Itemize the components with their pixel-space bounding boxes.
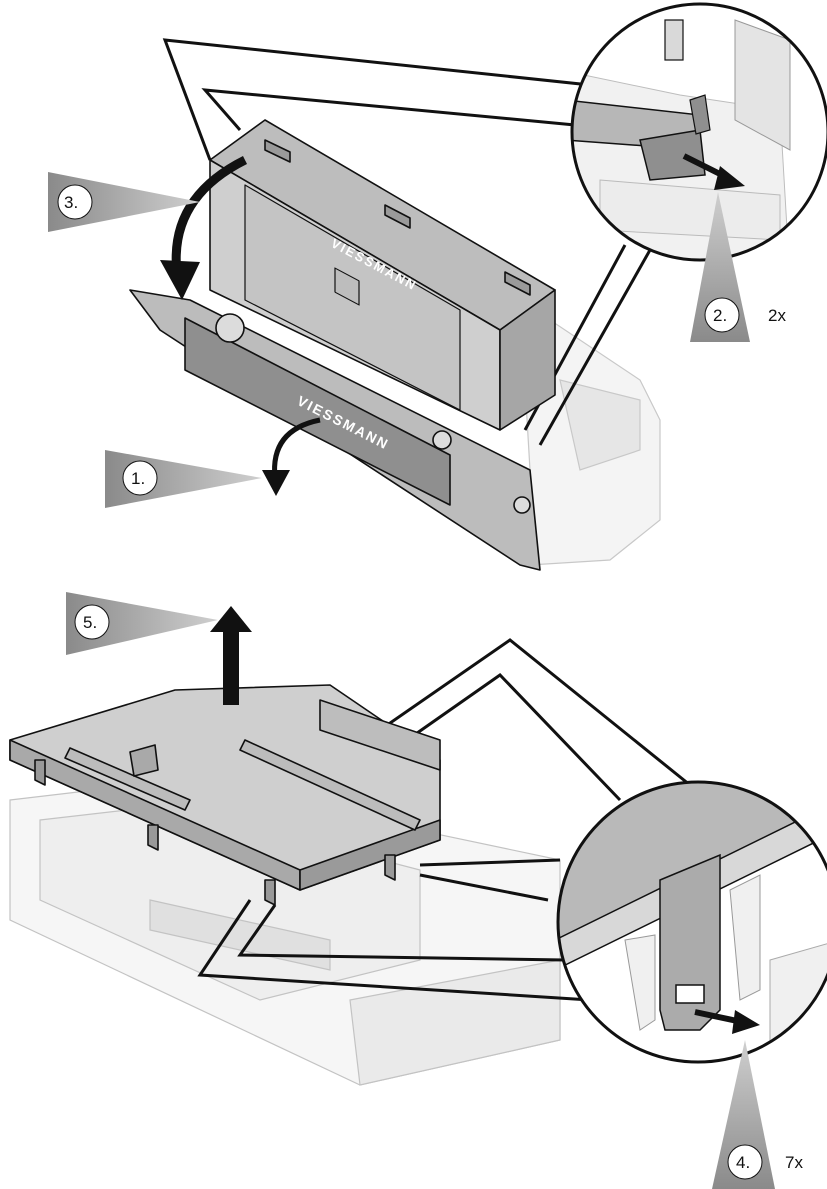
rotate-arrow-icon bbox=[160, 155, 248, 300]
control-unit bbox=[209, 119, 556, 431]
step-2-count: 2x bbox=[768, 306, 786, 325]
cover-lifted bbox=[9, 684, 441, 906]
step-2-indicator: 2. bbox=[690, 192, 750, 342]
callout-lines-top bbox=[162, 38, 652, 446]
svg-text:3.: 3. bbox=[64, 193, 78, 212]
step-1-indicator: 1. bbox=[105, 450, 262, 508]
callout-lines-bottom bbox=[197, 638, 691, 1002]
svg-text:1.: 1. bbox=[131, 469, 145, 488]
open-door-arrow-icon bbox=[262, 417, 321, 496]
front-door bbox=[129, 289, 541, 571]
step-4-count: 7x bbox=[785, 1153, 803, 1172]
svg-text:4.: 4. bbox=[736, 1153, 750, 1172]
svg-text:5.: 5. bbox=[83, 613, 97, 632]
step-4-indicator: 4. bbox=[712, 1040, 775, 1189]
step-5-indicator: 5. bbox=[66, 592, 218, 655]
svg-text:2.: 2. bbox=[713, 306, 727, 325]
zoom-detail-top bbox=[570, 2, 827, 262]
step-3-indicator: 3. bbox=[48, 172, 200, 232]
top-figure: VIESSMANN VIESSMANN bbox=[48, 2, 827, 571]
bottom-figure: 5. 4. 7x bbox=[9, 592, 827, 1189]
lift-up-arrow-icon bbox=[210, 606, 252, 705]
zoom-detail-bottom bbox=[556, 780, 827, 1064]
